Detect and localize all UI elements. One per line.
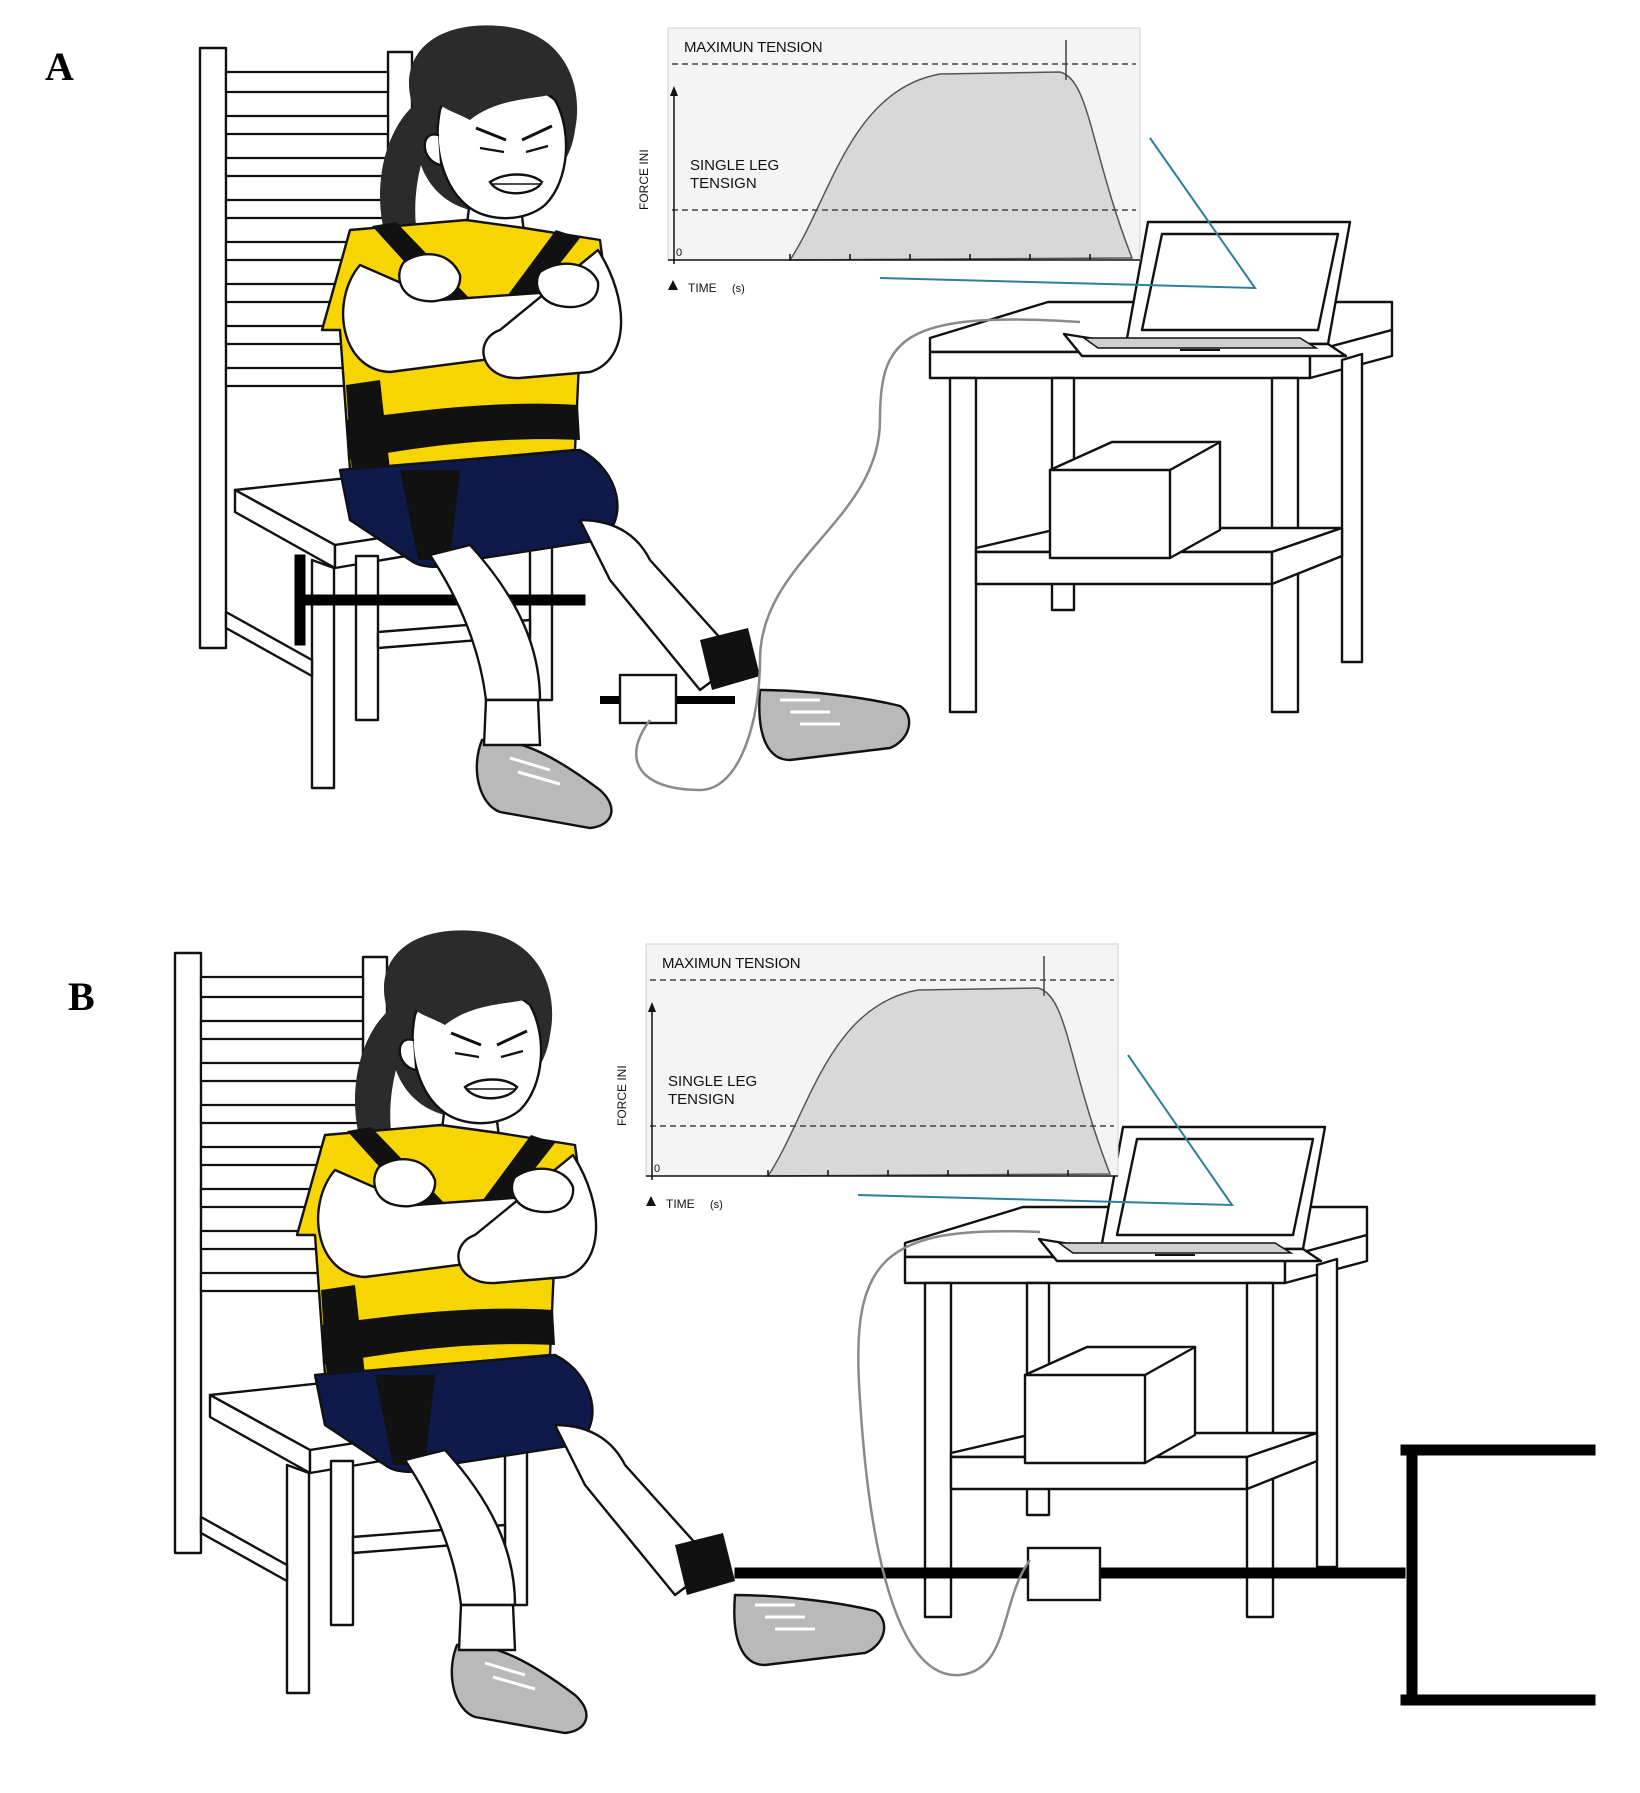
max-tension-label: MAXIMUN TENSION bbox=[684, 39, 822, 56]
table-with-laptop bbox=[903, 1125, 1369, 1619]
origin-mark: 0 bbox=[676, 247, 682, 259]
panel-letter-a: A bbox=[45, 44, 74, 89]
origin-mark: 0 bbox=[654, 1163, 660, 1175]
single-leg-label-1: SINGLE LEG bbox=[668, 1073, 757, 1090]
sensor-cable bbox=[634, 318, 1081, 792]
x-axis-label: TIME bbox=[688, 281, 717, 295]
load-cell bbox=[1026, 1546, 1102, 1602]
x-axis-unit: (s) bbox=[732, 283, 745, 295]
single-leg-label-2: TENSIGN bbox=[668, 1091, 735, 1108]
sensor-cable bbox=[857, 1230, 1041, 1677]
panel-letter-b: B bbox=[68, 974, 95, 1019]
panel-a: A MAXIMUN TENSI bbox=[45, 23, 1394, 830]
load-cell bbox=[618, 673, 678, 725]
single-leg-label-2: TENSIGN bbox=[690, 175, 757, 192]
max-tension-label: MAXIMUN TENSION bbox=[662, 955, 800, 972]
pointer-line bbox=[857, 1054, 1234, 1207]
force-time-chart-b: MAXIMUN TENSION SINGLE LEG TENSIGN FORCE… bbox=[615, 943, 1119, 1211]
x-axis-unit: (s) bbox=[710, 1199, 723, 1211]
panel-b: B bbox=[68, 928, 1596, 1735]
single-leg-label-1: SINGLE LEG bbox=[690, 157, 779, 174]
x-axis-label: TIME bbox=[666, 1197, 695, 1211]
force-time-chart-a: MAXIMUN TENSION SINGLE LEG TENSIGN FORCE… bbox=[637, 27, 1141, 295]
y-axis-label: FORCE INI bbox=[615, 1065, 629, 1126]
pointer-line bbox=[879, 137, 1257, 290]
table-with-laptop bbox=[928, 220, 1394, 714]
y-axis-label: FORCE INI bbox=[637, 149, 651, 210]
